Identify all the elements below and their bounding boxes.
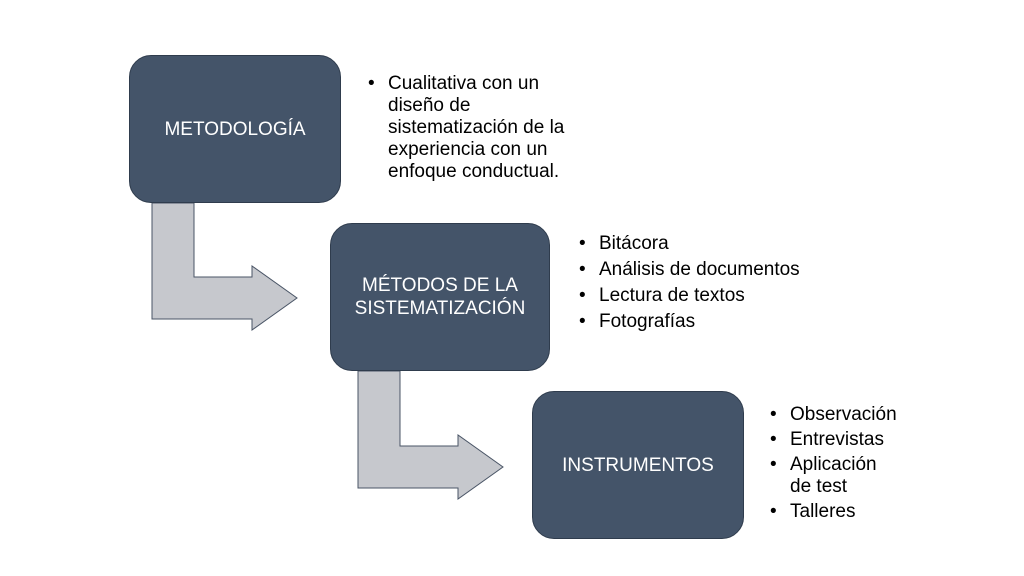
list-item: Talleres bbox=[768, 501, 928, 523]
step-box-metodologia: METODOLOGÍA bbox=[129, 55, 341, 203]
list-item: Análisis de documentos bbox=[577, 259, 847, 281]
step-title: MÉTODOS DE LA SISTEMATIZACIÓN bbox=[354, 275, 526, 319]
bullet-list-instrumentos: Observación Entrevistas Aplicación de te… bbox=[768, 404, 928, 526]
step-box-instrumentos: INSTRUMENTOS bbox=[532, 391, 744, 539]
list-item: Bitácora bbox=[577, 233, 847, 255]
step-title: METODOLOGÍA bbox=[164, 118, 306, 140]
bullet-list-metodos: Bitácora Análisis de documentos Lectura … bbox=[577, 233, 847, 337]
list-item: Entrevistas bbox=[768, 429, 928, 451]
step-box-metodos: MÉTODOS DE LA SISTEMATIZACIÓN bbox=[330, 223, 550, 371]
list-item: Cualitativa con un diseño de sistematiza… bbox=[366, 73, 596, 183]
bullet-list-metodologia: Cualitativa con un diseño de sistematiza… bbox=[366, 73, 596, 183]
list-item: Lectura de textos bbox=[577, 285, 847, 307]
bent-arrow-2 bbox=[357, 370, 504, 500]
bent-arrow-1 bbox=[151, 202, 298, 331]
list-item: Observación bbox=[768, 404, 928, 426]
step-title: INSTRUMENTOS bbox=[562, 454, 714, 476]
list-item: Aplicación de test bbox=[768, 454, 900, 498]
list-item: Fotografías bbox=[577, 311, 847, 333]
